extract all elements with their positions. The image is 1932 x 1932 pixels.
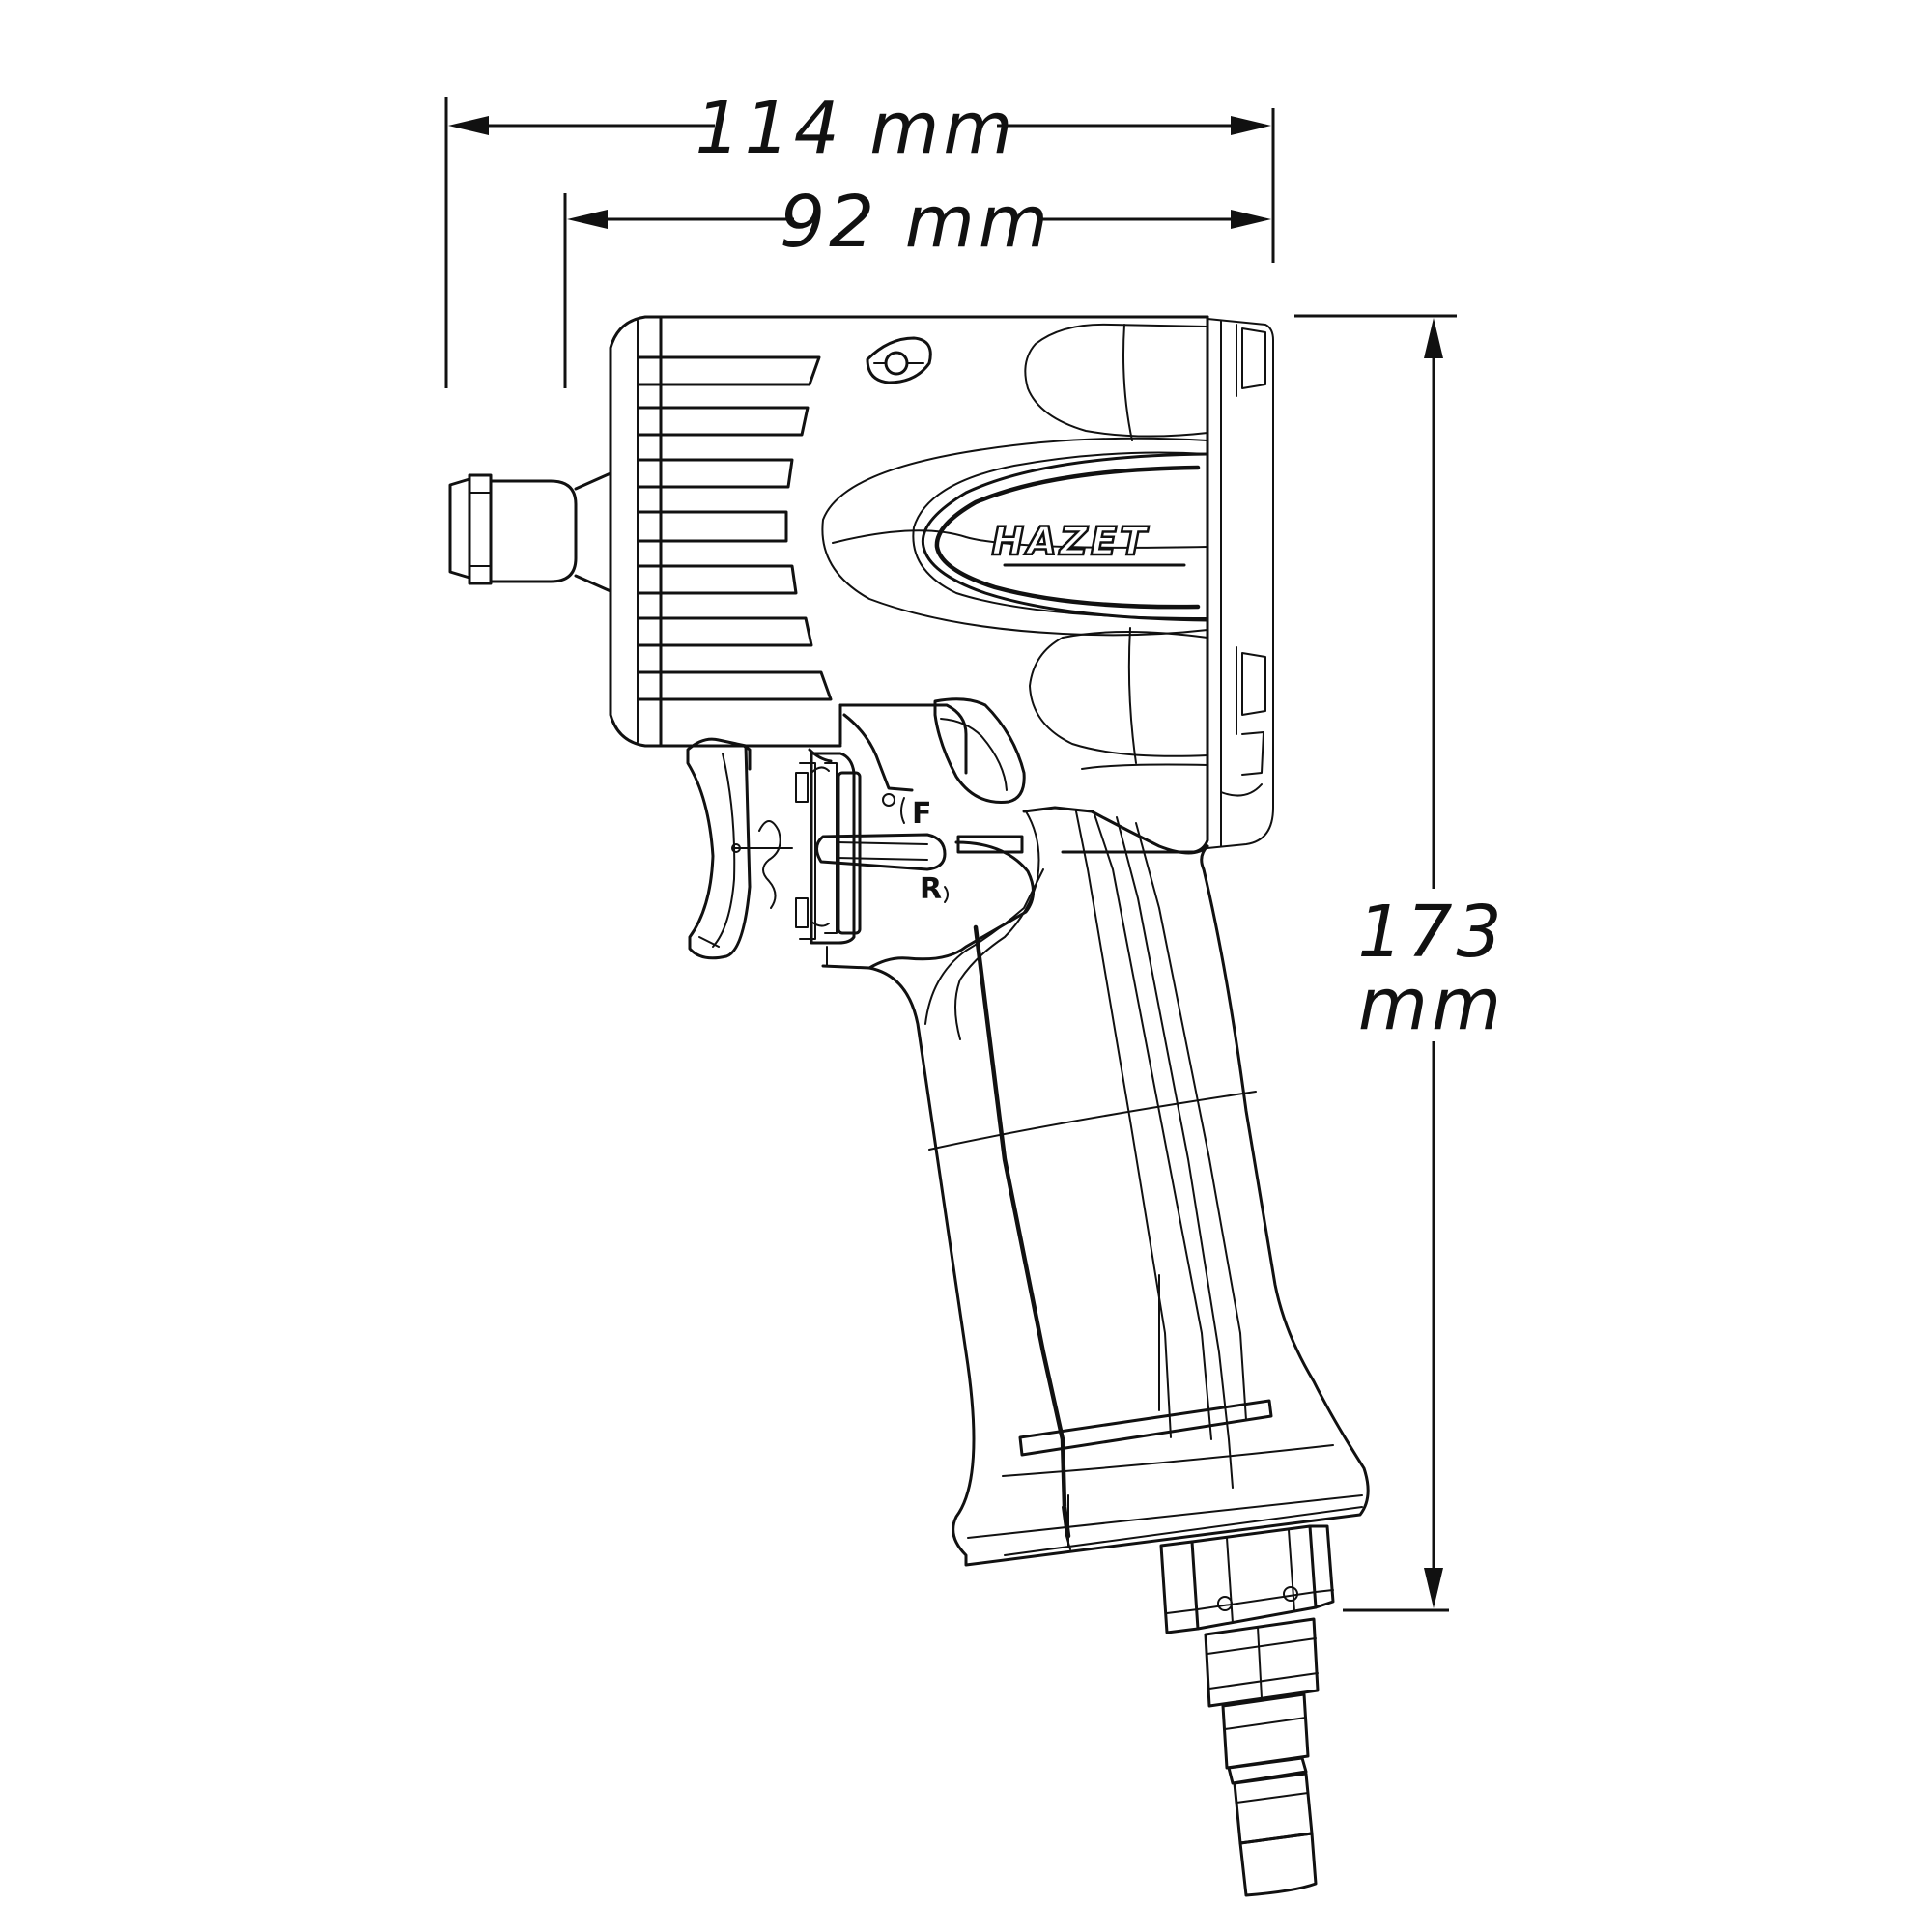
upper-shell-contours <box>821 323 1208 770</box>
body-length-label: 92 mm <box>780 181 1052 264</box>
air-inlet-fitting <box>1159 1524 1335 1897</box>
dimension-body-length: 92 mm <box>563 181 1271 388</box>
dimension-height: 173 mm <box>1294 314 1505 1612</box>
brand-badge: HAZET <box>921 452 1209 622</box>
cooling-fins <box>638 355 833 701</box>
reverse-valve: F R <box>795 752 1024 969</box>
height-value-label: 173 <box>1357 891 1505 974</box>
housing-screw <box>866 336 932 384</box>
brand-logo: HAZET <box>991 520 1149 564</box>
square-drive-anvil <box>448 471 612 593</box>
motor-housing <box>1061 315 1274 854</box>
height-unit-label: mm <box>1358 963 1505 1046</box>
dimension-overall-length: 114 mm <box>444 87 1275 388</box>
overall-length-label: 114 mm <box>696 87 1017 170</box>
trigger-assembly <box>686 697 1026 960</box>
reverse-mark: R <box>920 872 942 906</box>
pistol-grip-handle <box>821 806 1370 1567</box>
impact-wrench: HAZET <box>448 315 1370 1897</box>
forward-mark: F <box>912 797 932 831</box>
